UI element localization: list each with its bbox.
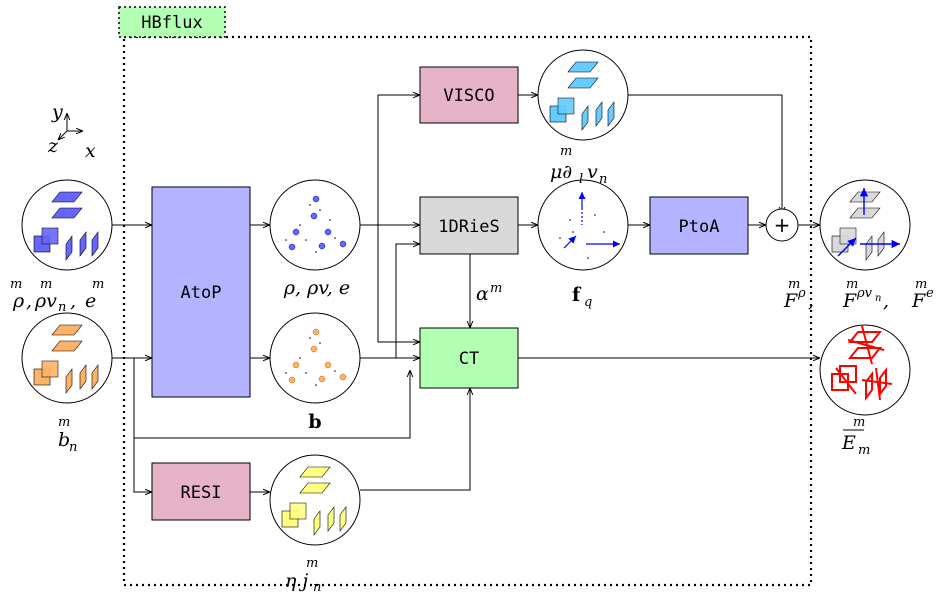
- svg-text:,: ,: [26, 290, 32, 312]
- axes-icon: y x z: [47, 101, 96, 162]
- svg-text:m: m: [560, 144, 572, 159]
- svg-text:ρv: ρv: [856, 286, 873, 301]
- label-input-b: m b n: [58, 415, 77, 455]
- svg-text:m: m: [788, 277, 800, 292]
- sum-node: +: [765, 208, 799, 242]
- svg-text:v: v: [587, 161, 598, 183]
- block-visco-label: VISCO: [443, 86, 494, 106]
- block-riemann-label: 1DRieS: [438, 217, 499, 237]
- label-b-field: b: [308, 411, 321, 433]
- svg-text:m: m: [306, 556, 318, 571]
- svg-text:l: l: [579, 172, 583, 187]
- svg-text:,: ,: [883, 290, 889, 312]
- output-electric-field-icon: [819, 324, 911, 416]
- primitive-variables-icon: [269, 179, 361, 271]
- svg-text:,: ,: [70, 290, 76, 312]
- axis-x-label: x: [85, 140, 96, 162]
- svg-text:n: n: [313, 580, 321, 593]
- label-resist: m η j n: [285, 556, 321, 593]
- sum-symbol: +: [774, 213, 791, 237]
- svg-text:m: m: [92, 277, 104, 292]
- axis-z-label: z: [47, 135, 59, 157]
- svg-text:F: F: [783, 290, 798, 312]
- svg-text:E: E: [841, 432, 856, 454]
- block-resi: RESI: [151, 462, 251, 521]
- svg-text:m: m: [58, 415, 70, 430]
- svg-text:m: m: [846, 277, 858, 292]
- frame-label: HBflux: [141, 13, 202, 33]
- label-rho-v: ρv: [34, 290, 57, 312]
- label-e: e: [85, 290, 96, 312]
- block-riemann-solver: 1DRieS: [419, 196, 519, 255]
- svg-text:η j: η j: [285, 570, 308, 592]
- svg-text:,: ,: [808, 290, 814, 312]
- input-conserved-icon: [21, 179, 113, 271]
- block-atop: AtoP: [151, 186, 251, 398]
- block-ptoa-label: PtoA: [679, 217, 720, 237]
- connections: [112, 95, 820, 492]
- label-flux-q: f q: [572, 284, 592, 310]
- b-field-icon: [269, 312, 361, 404]
- svg-text:α: α: [476, 283, 489, 305]
- svg-text:n: n: [58, 300, 66, 315]
- label-b: b: [58, 429, 70, 451]
- label-rho: ρ: [12, 290, 25, 312]
- svg-text:m: m: [40, 277, 52, 292]
- svg-text:ρ: ρ: [797, 286, 806, 301]
- svg-text:F: F: [911, 290, 926, 312]
- hbflux-frame: [122, 35, 813, 587]
- axis-y-label: y: [51, 101, 63, 123]
- svg-text:m: m: [915, 277, 927, 292]
- label-primitive-vars: ρ, ρv, e: [283, 277, 350, 299]
- svg-text:m: m: [490, 281, 502, 296]
- block-ptoa: PtoA: [649, 196, 749, 255]
- svg-text:q: q: [584, 295, 592, 310]
- svg-text:f: f: [572, 284, 582, 306]
- frame-label-box: [118, 6, 226, 38]
- label-output-flux: m m m F ρ , F ρv n , F e: [783, 277, 934, 312]
- svg-text:m: m: [853, 415, 865, 430]
- label-alpha: α m: [476, 281, 502, 305]
- svg-text:m: m: [858, 443, 870, 458]
- block-ct: CT: [419, 327, 519, 389]
- viscous-flux-icon: [537, 49, 629, 141]
- svg-text:e: e: [926, 286, 934, 301]
- block-visco: VISCO: [419, 66, 519, 124]
- block-resi-label: RESI: [181, 483, 222, 503]
- svg-text:n: n: [69, 440, 77, 455]
- svg-text:F: F: [842, 290, 857, 312]
- svg-text:m: m: [10, 277, 22, 292]
- block-atop-label: AtoP: [181, 283, 222, 303]
- resistive-flux-icon: [269, 454, 361, 546]
- input-b-icon: [21, 312, 113, 404]
- riemann-flux-icon: [537, 179, 629, 271]
- label-input-conserved: m m m ρ , ρv n , e: [10, 277, 104, 315]
- svg-text:n: n: [599, 172, 607, 187]
- block-ct-label: CT: [459, 349, 479, 369]
- svg-text:n: n: [875, 293, 881, 304]
- label-primitive: ρ, ρv, e: [283, 277, 350, 299]
- label-viscous: m μ∂ l v n: [550, 144, 607, 187]
- label-output-E: m E m: [841, 415, 870, 458]
- output-flux-icon: [819, 179, 911, 271]
- svg-text:μ∂: μ∂: [550, 161, 572, 183]
